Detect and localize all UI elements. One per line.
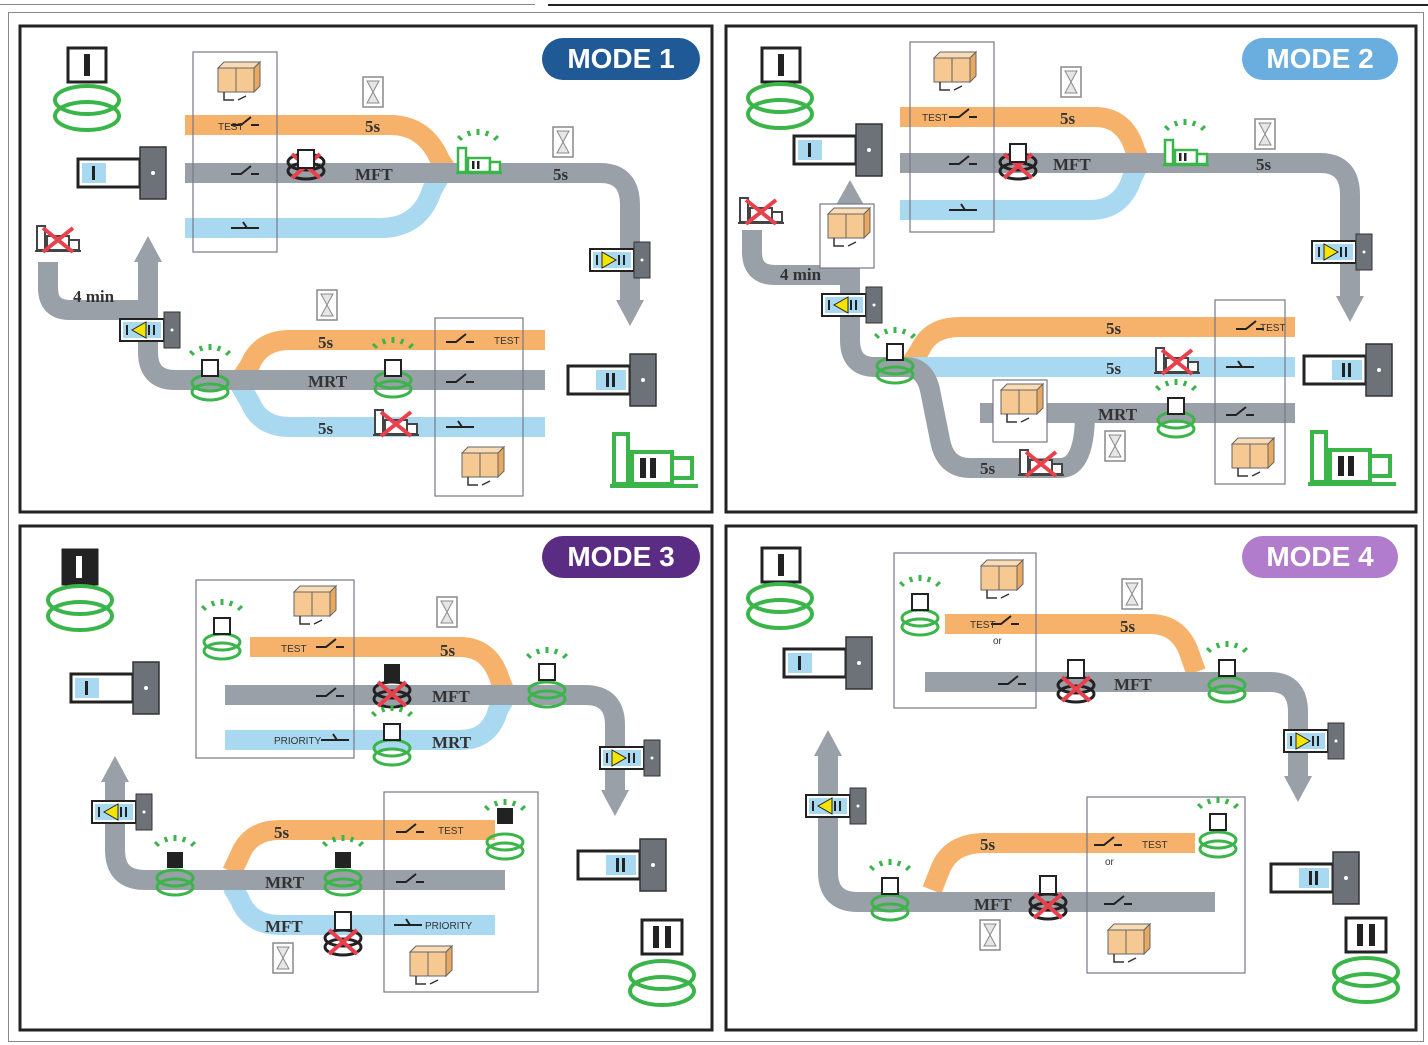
mode-2-badge bbox=[1242, 38, 1398, 80]
mode-3-diagram bbox=[46, 548, 696, 1007]
mode-2-label: MODE 2 bbox=[1266, 43, 1373, 74]
m1-test-label-2: TEST bbox=[494, 336, 520, 347]
mode-1-badge bbox=[542, 38, 700, 80]
m3-mrt: MRT bbox=[432, 733, 472, 752]
mode-3-label: MODE 3 bbox=[567, 541, 674, 572]
m3-5s-b: 5s bbox=[274, 823, 290, 842]
mode-1-label: MODE 1 bbox=[567, 43, 674, 74]
m4-or-b: or bbox=[1105, 857, 1115, 868]
outer-frame bbox=[8, 12, 1424, 1042]
m3-mft: MFT bbox=[432, 687, 470, 706]
m3-test-label: TEST bbox=[281, 644, 307, 655]
m2-5s-e: 5s bbox=[980, 459, 996, 478]
m4-mft: MFT bbox=[1114, 675, 1152, 694]
m2-5s-b: 5s bbox=[1256, 155, 1272, 174]
m2-5s-d: 5s bbox=[1106, 359, 1122, 378]
m3-priority-label: PRIORITY bbox=[274, 736, 322, 747]
m1-mrt: MRT bbox=[308, 372, 348, 391]
m4-mft-2: MFT bbox=[974, 895, 1012, 914]
m1-mft: MFT bbox=[355, 165, 393, 184]
m4-or-a: or bbox=[993, 636, 1003, 647]
m1-4min: 4 min bbox=[73, 287, 115, 306]
m1-5s-b: 5s bbox=[553, 165, 569, 184]
m3-mrt-2: MRT bbox=[265, 873, 305, 892]
m2-5s-c: 5s bbox=[1106, 319, 1122, 338]
m3-5s-a: 5s bbox=[440, 641, 456, 660]
mode-2-diagram bbox=[736, 41, 1398, 486]
m4-test-label-2: TEST bbox=[1142, 840, 1168, 851]
m3-test-label-2: TEST bbox=[438, 826, 464, 837]
m1-5s-a: 5s bbox=[365, 117, 381, 136]
m2-test-label: TEST bbox=[922, 113, 948, 124]
m4-5s-b: 5s bbox=[980, 835, 996, 854]
top-rule-left bbox=[0, 0, 535, 5]
m4-5s-a: 5s bbox=[1120, 617, 1136, 636]
m3-mft-2: MFT bbox=[265, 917, 303, 936]
mode-4-diagram: or or bbox=[746, 546, 1400, 1004]
mode-4-badge bbox=[1242, 536, 1398, 578]
m2-4min: 4 min bbox=[780, 265, 822, 284]
m1-5s-c: 5s bbox=[318, 333, 334, 352]
mode-1-diagram bbox=[33, 46, 700, 497]
m2-mrt: MRT bbox=[1098, 405, 1138, 424]
mode-3-badge bbox=[542, 536, 700, 578]
m2-5s-a: 5s bbox=[1060, 109, 1076, 128]
m1-test-label: TEST bbox=[218, 122, 244, 133]
panel-mode-3 bbox=[18, 524, 714, 1032]
m2-test-label-2: TEST bbox=[1260, 323, 1286, 334]
mode-4-label: MODE 4 bbox=[1266, 541, 1374, 572]
m1-5s-d: 5s bbox=[318, 419, 334, 438]
top-rule-right bbox=[548, 0, 1428, 6]
m4-test-label: TEST bbox=[970, 620, 996, 631]
m2-mft: MFT bbox=[1053, 155, 1091, 174]
m3-priority-label-2: PRIORITY bbox=[425, 921, 473, 932]
